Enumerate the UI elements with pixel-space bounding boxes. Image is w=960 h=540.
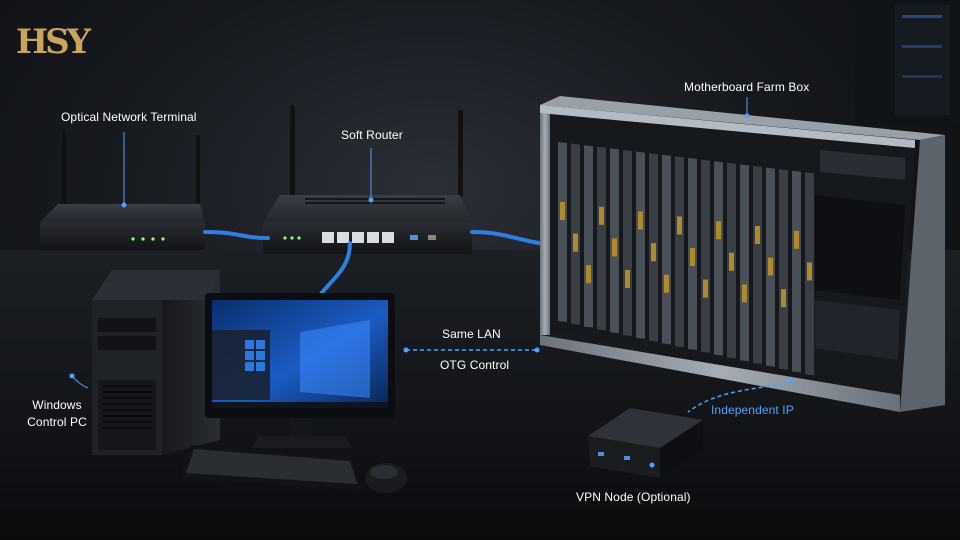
motherboard-slots [558,142,814,376]
annotation-lines [69,97,793,413]
motherboard-chip [586,265,591,284]
motherboard-card [623,150,632,336]
motherboard-chip [729,252,734,271]
motherboard-chip [612,238,617,257]
motherboard-chip [573,233,578,252]
motherboard-chip [794,230,799,249]
motherboard-card [597,146,606,331]
motherboard-card [714,161,723,356]
logo-text: HSY [16,22,91,62]
label-vpn-node: VPN Node (Optional) [576,490,691,504]
motherboard-chip [716,221,721,240]
motherboard-card [636,151,645,339]
label-otg-control: OTG Control [440,358,510,372]
label-independent-ip: Independent IP [711,403,794,417]
motherboard-chip [664,274,669,293]
motherboard-chip [807,262,812,281]
motherboard-card [558,142,567,322]
motherboard-card [701,159,710,353]
router-icon [263,105,472,254]
motherboard-chip [677,216,682,235]
motherboard-chip [560,202,565,220]
mini-pc-icon [588,408,703,478]
label-optical-network-terminal: Optical Network Terminal [61,110,197,124]
motherboard-chip [638,211,643,230]
motherboard-card [740,164,749,362]
motherboard-chip [781,289,786,308]
motherboard-chip [625,270,630,288]
label-windows-control-pc-line1: Windows [32,398,82,412]
mouse-icon [365,463,407,493]
desktop-tower-icon [92,270,220,455]
motherboard-chip [599,206,604,225]
label-windows-control-pc-line2: Control PC [27,415,87,429]
motherboard-card [584,145,593,328]
background-server-rack [855,0,960,125]
ont-icon [40,130,205,250]
monitor-icon [205,293,395,448]
server-chassis-icon [540,96,945,412]
motherboard-card [753,166,762,364]
label-soft-router: Soft Router [341,128,403,142]
motherboard-card [779,169,788,370]
motherboard-chip [651,243,656,262]
motherboard-chip [742,284,747,303]
motherboard-card [792,170,801,373]
label-motherboard-farm-box: Motherboard Farm Box [684,80,810,94]
motherboard-chip [690,248,695,266]
keyboard-icon [180,445,362,490]
label-same-lan: Same LAN [442,327,501,341]
motherboard-card [675,156,684,348]
brand-logo: HSY [16,16,91,72]
motherboard-chip [755,226,760,244]
motherboard-card [662,154,671,345]
motherboard-chip [703,279,708,298]
motherboard-chip [768,257,773,276]
